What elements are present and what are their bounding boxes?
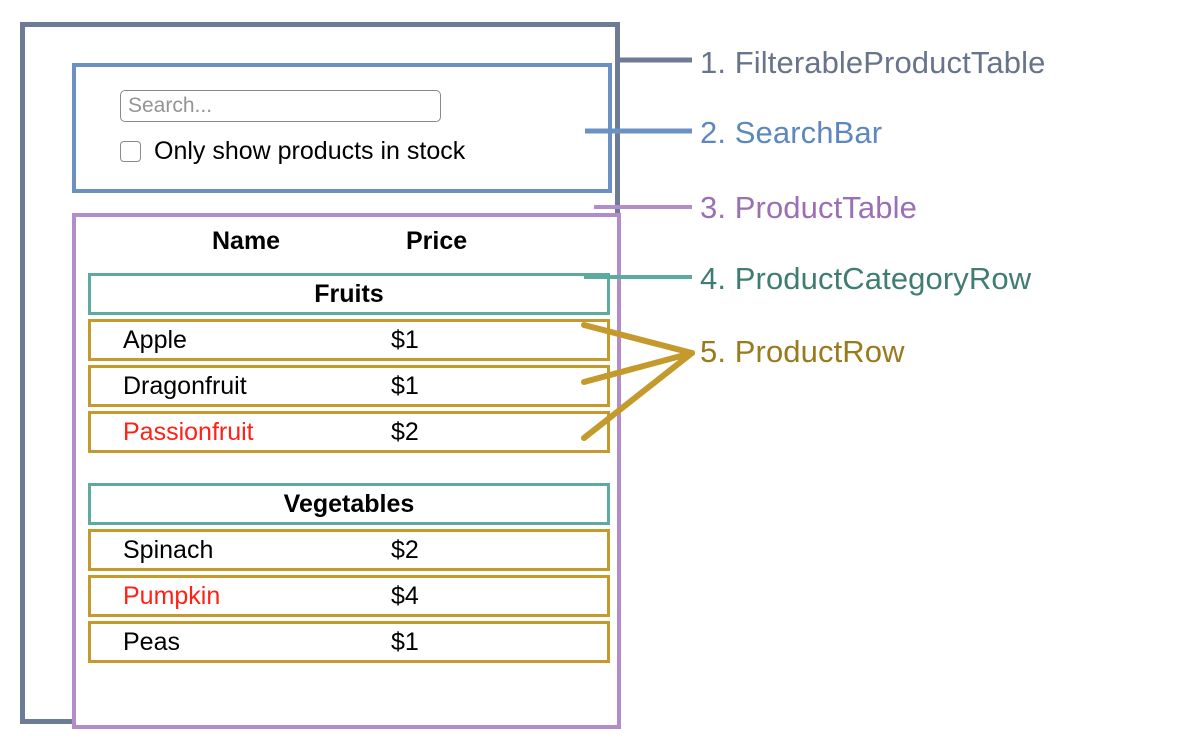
product-price: $2 xyxy=(391,418,419,446)
table-header-row: Name Price xyxy=(76,225,617,267)
search-bar-frame: Search... Only show products in stock xyxy=(72,63,612,193)
product-price: $1 xyxy=(391,628,419,656)
annotation-label-product-table: 3. ProductTable xyxy=(700,190,917,225)
product-table-frame: Name Price Fruits Apple $1 Dragonfruit $… xyxy=(72,213,621,729)
search-input[interactable]: Search... xyxy=(120,90,441,122)
product-category-row: Vegetables xyxy=(88,483,610,525)
product-row: Passionfruit $2 xyxy=(88,411,610,453)
in-stock-checkbox-row[interactable]: Only show products in stock xyxy=(120,137,465,165)
product-name: Spinach xyxy=(123,536,214,564)
product-category-label: Vegetables xyxy=(283,490,415,518)
product-rows-container: Fruits Apple $1 Dragonfruit $1 Passionfr… xyxy=(88,273,610,667)
product-row: Apple $1 xyxy=(88,319,610,361)
filterable-product-table-frame: Search... Only show products in stock Na… xyxy=(20,22,621,729)
product-row: Spinach $2 xyxy=(88,529,610,571)
product-price: $1 xyxy=(391,326,419,354)
product-price: $4 xyxy=(391,582,419,610)
column-header-price: Price xyxy=(406,227,468,255)
column-header-name: Name xyxy=(212,227,281,255)
product-category-row: Fruits xyxy=(88,273,610,315)
annotation-label-product-row: 5. ProductRow xyxy=(700,334,905,369)
group-spacer xyxy=(88,457,610,483)
annotation-label-search-bar: 2. SearchBar xyxy=(700,115,883,150)
product-name: Apple xyxy=(123,326,187,354)
product-category-label: Fruits xyxy=(314,280,384,308)
product-price: $1 xyxy=(391,372,419,400)
product-name-out-of-stock: Passionfruit xyxy=(123,418,254,446)
checkbox-icon[interactable] xyxy=(120,140,141,162)
product-name: Dragonfruit xyxy=(123,372,247,400)
product-name-out-of-stock: Pumpkin xyxy=(123,582,221,610)
in-stock-checkbox-label: Only show products in stock xyxy=(154,137,466,165)
annotation-label-filterable-product-table: 1. FilterableProductTable xyxy=(700,45,1046,80)
product-name: Peas xyxy=(123,628,180,656)
annotation-label-product-category-row: 4. ProductCategoryRow xyxy=(700,261,1032,296)
product-row: Dragonfruit $1 xyxy=(88,365,610,407)
product-row: Pumpkin $4 xyxy=(88,575,610,617)
product-row: Peas $1 xyxy=(88,621,610,663)
product-price: $2 xyxy=(391,536,419,564)
